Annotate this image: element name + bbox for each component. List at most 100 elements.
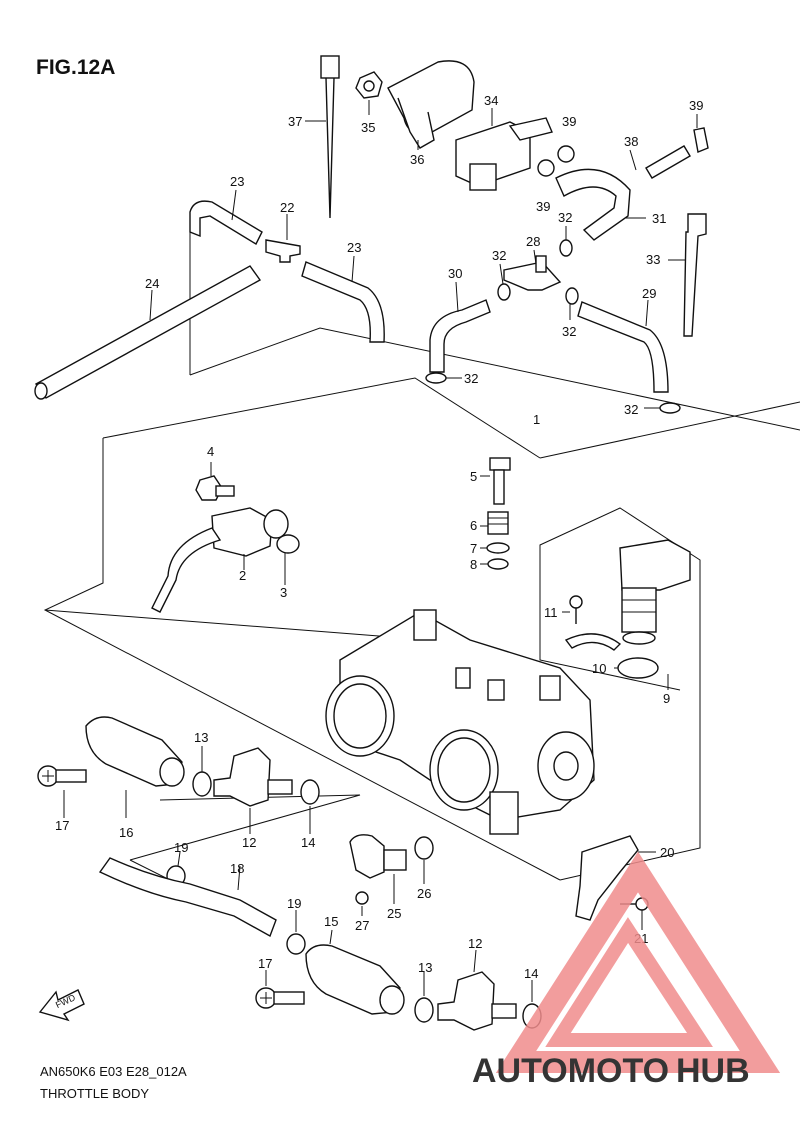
part-7-washer	[480, 542, 510, 554]
callout-16: 16	[119, 825, 133, 840]
part-14-o-ring	[300, 779, 320, 834]
part-28-tee-joint	[503, 249, 562, 291]
part-24-long-hose	[34, 265, 262, 400]
part-20-bracket	[575, 835, 656, 921]
callout-18: 18	[230, 861, 244, 876]
callout-39: 39	[536, 199, 550, 214]
callout-17: 17	[55, 818, 69, 833]
callout-29: 29	[642, 286, 656, 301]
callout-32: 32	[558, 210, 572, 225]
part-23-hose-left	[189, 189, 263, 245]
part-bracket-clip	[564, 633, 622, 651]
part-2-sensor	[151, 507, 289, 613]
callout-10: 10	[592, 661, 606, 676]
assembly-outline	[43, 220, 800, 896]
part-6-spring	[480, 511, 509, 535]
callout-19: 19	[287, 896, 301, 911]
part-4-screw	[195, 462, 235, 501]
callout-32: 32	[624, 402, 638, 417]
callout-3: 3	[280, 585, 287, 600]
part-35-nut	[355, 71, 383, 115]
model-code: AN650K6 E03 E28_012A	[40, 1064, 187, 1079]
callout-23: 23	[230, 174, 244, 189]
callout-labels: 37 35 36 34 39 39 39 38 31 33 23 22 23 2…	[55, 93, 703, 981]
callout-35: 35	[361, 120, 375, 135]
part-22-joint	[265, 214, 301, 263]
callout-36: 36	[410, 152, 424, 167]
callout-38: 38	[624, 134, 638, 149]
callout-24: 24	[145, 276, 159, 291]
part-5-screw	[480, 457, 511, 505]
callout-4: 4	[207, 444, 214, 459]
callout-14: 14	[524, 966, 538, 981]
callout-7: 7	[470, 541, 477, 556]
watermark-text-light: AUTOMOTO	[472, 1052, 669, 1090]
callout-6: 6	[470, 518, 477, 533]
part-36-bracket	[387, 60, 475, 150]
callout-5: 5	[470, 469, 477, 484]
part-25-joint	[349, 834, 407, 904]
callout-1: 1	[533, 412, 540, 427]
watermark-triangle-inner	[545, 917, 713, 1047]
part-37-tie-wrap	[305, 55, 340, 219]
callout-39: 39	[689, 98, 703, 113]
callout-2: 2	[239, 568, 246, 583]
callout-33: 33	[646, 252, 660, 267]
part-1-throttle-body	[325, 609, 595, 835]
figure-caption: THROTTLE BODY	[40, 1086, 149, 1101]
callout-25: 25	[387, 906, 401, 921]
watermark-logo: AUTOMOTO HUB	[472, 851, 781, 1090]
part-29-hose	[577, 299, 669, 393]
callout-22: 22	[280, 200, 294, 215]
callout-27: 27	[355, 918, 369, 933]
part-23-hose-right	[301, 255, 385, 343]
callout-19: 19	[174, 840, 188, 855]
part-12-injector	[213, 747, 293, 834]
callout-37: 37	[288, 114, 302, 129]
part-33-tie-band	[668, 213, 707, 337]
callout-30: 30	[448, 266, 462, 281]
part-34-solenoid-valve	[455, 108, 553, 191]
callout-13: 13	[418, 960, 432, 975]
part-17-bolt	[37, 765, 87, 818]
callout-17: 17	[258, 956, 272, 971]
figure-title: FIG.12A	[36, 56, 115, 79]
callout-11: 11	[544, 605, 558, 620]
callout-28: 28	[526, 234, 540, 249]
part-32-clips	[425, 226, 681, 414]
part-18-fuel-pipe	[98, 857, 277, 938]
callout-32: 32	[562, 324, 576, 339]
part-17b-bolt	[255, 970, 305, 1009]
part-10-o-ring	[614, 657, 659, 679]
part-27-screw	[355, 891, 369, 916]
callout-32: 32	[464, 371, 478, 386]
callout-12: 12	[242, 835, 256, 850]
callout-20: 20	[660, 845, 674, 860]
callout-12: 12	[468, 936, 482, 951]
watermark-text-dark: HUB	[676, 1052, 750, 1090]
part-19b-o-ring	[286, 910, 306, 955]
part-13-o-ring	[192, 746, 212, 797]
callout-15: 15	[324, 914, 338, 929]
part-31-hose	[555, 168, 646, 241]
callout-34: 34	[484, 93, 498, 108]
part-13b-o-ring	[414, 972, 434, 1023]
part-39-clamps	[537, 114, 709, 177]
part-30-hose	[429, 281, 491, 373]
callout-31: 31	[652, 211, 666, 226]
part-26-o-ring	[414, 836, 434, 884]
watermark-triangle-outer	[495, 851, 781, 1073]
callout-26: 26	[417, 886, 431, 901]
callout-14: 14	[301, 835, 315, 850]
callout-8: 8	[470, 557, 477, 572]
callout-39: 39	[562, 114, 576, 129]
callout-13: 13	[194, 730, 208, 745]
part-38-hose	[629, 145, 691, 179]
callout-23: 23	[347, 240, 361, 255]
part-9-iac-valve	[619, 539, 691, 690]
callout-32: 32	[492, 248, 506, 263]
part-11-screw	[562, 595, 583, 624]
part-15-injector-cap	[305, 929, 405, 1015]
part-12b-injector	[437, 949, 517, 1031]
